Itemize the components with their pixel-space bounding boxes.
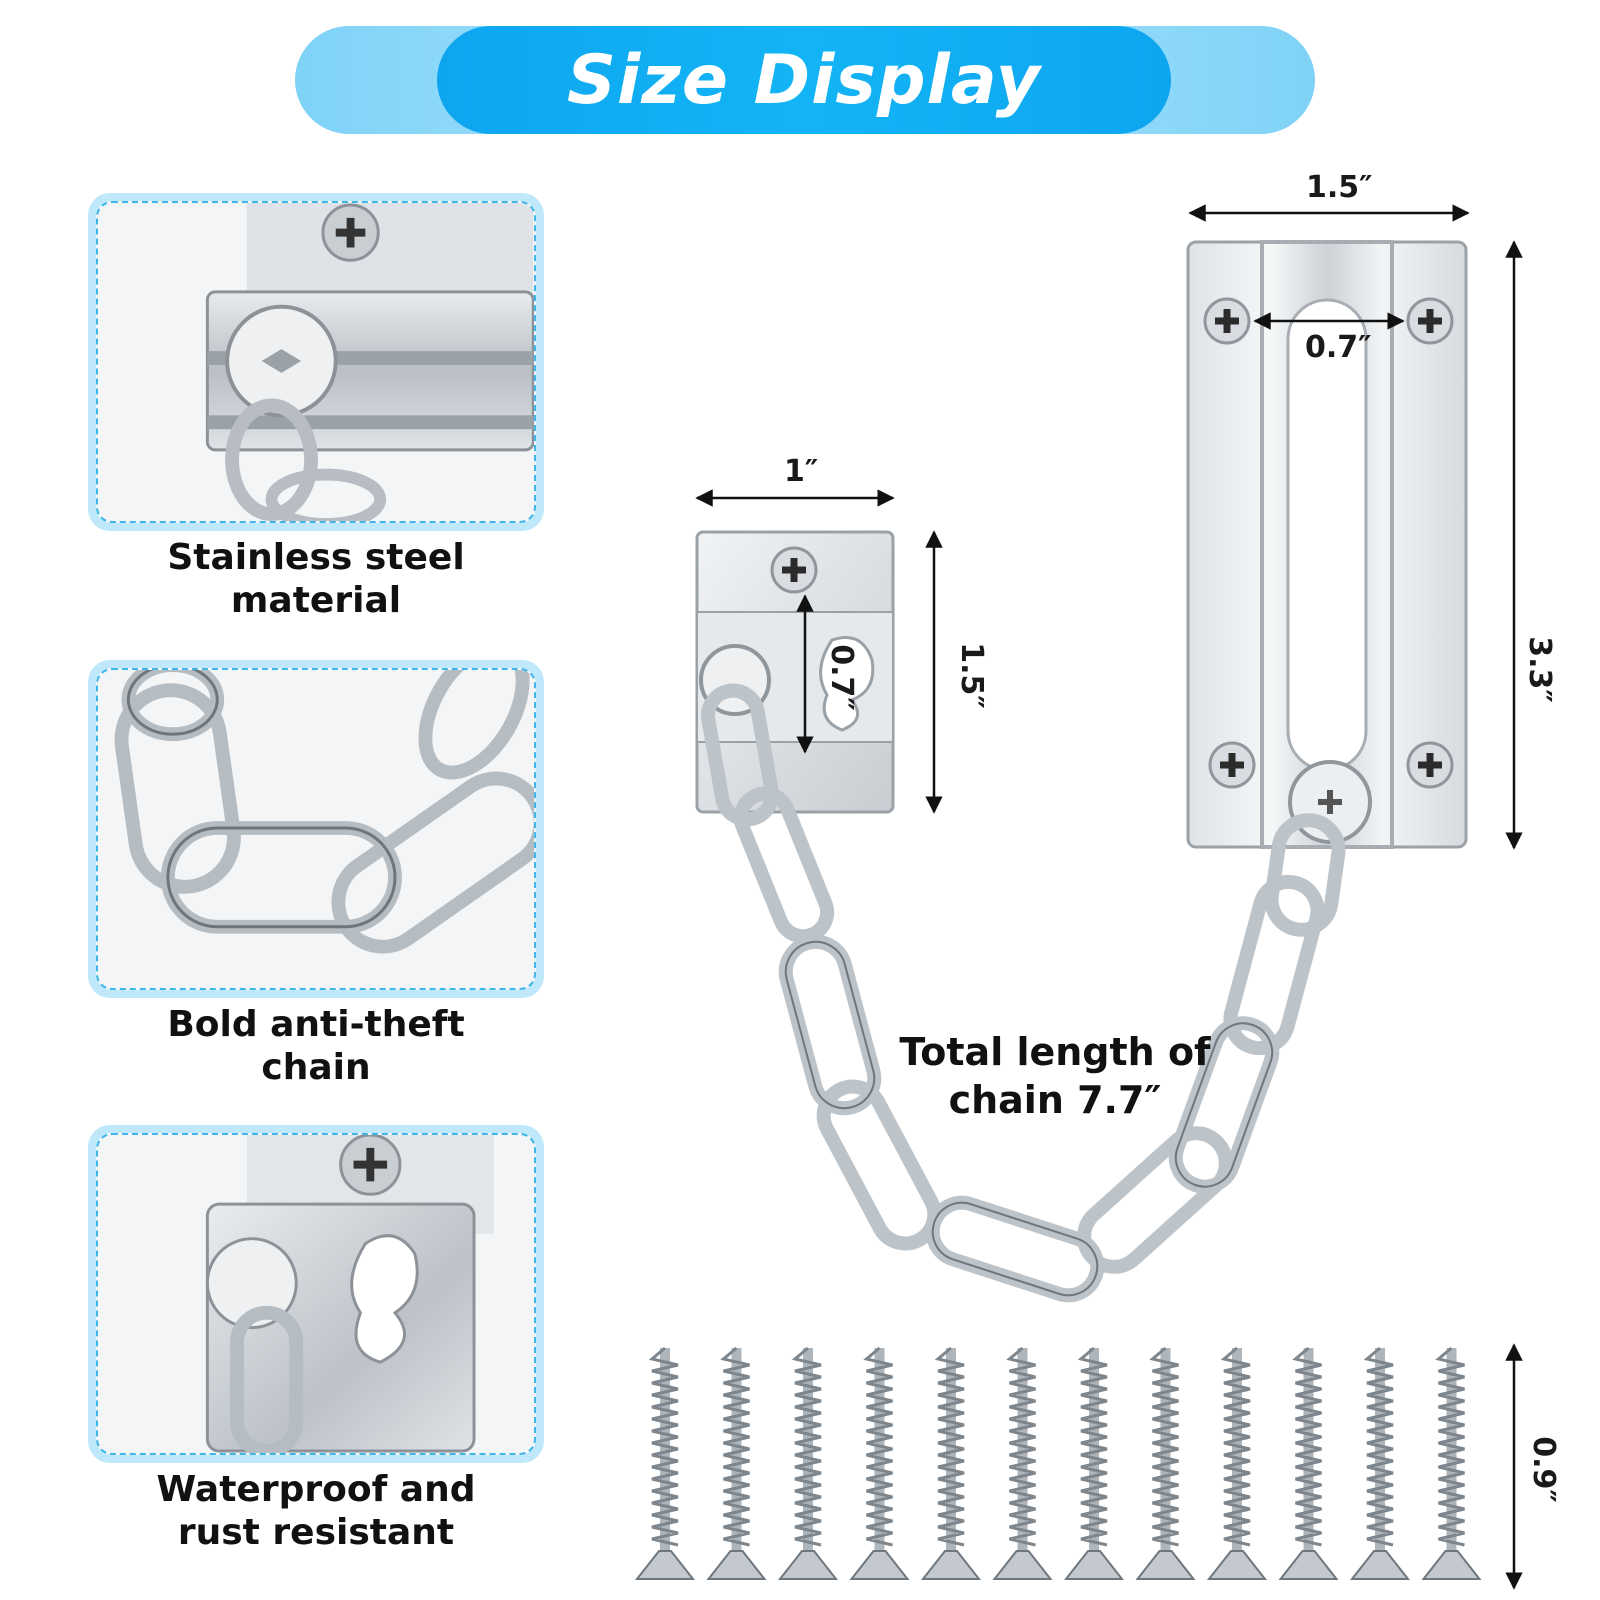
screw-icon — [1135, 1346, 1196, 1580]
feature-caption-line: Waterproof and — [156, 1469, 476, 1510]
feature-caption-line: chain — [261, 1047, 371, 1088]
screw-icon — [1063, 1346, 1125, 1580]
screw-icon — [920, 1346, 982, 1580]
feature-card-waterproof — [88, 1125, 544, 1463]
screw-head-icon — [772, 548, 816, 592]
chain-note-line: chain 7.7″ — [948, 1078, 1162, 1122]
screw-head-icon — [1408, 299, 1452, 343]
dimension-lines — [695, 204, 1523, 1590]
screws-row — [634, 1346, 1482, 1580]
screw-icon — [1278, 1346, 1339, 1580]
screw-head-icon — [1210, 743, 1254, 787]
feature-caption-line: material — [230, 580, 402, 621]
chain-note-line: Total length of — [899, 1030, 1211, 1074]
slot-length-label: 0.7″ — [823, 644, 859, 711]
steel-plate-closeup-icon — [205, 203, 534, 521]
large-plate-width-label: 1.5″ — [1306, 170, 1373, 205]
chain-length-note: Total length of chain 7.7″ — [890, 1028, 1220, 1124]
small-mounting-plate — [695, 530, 895, 814]
screw-icon — [634, 1346, 696, 1580]
header-banner: Size Display — [437, 26, 1171, 134]
small-plate-height-label: 1.5″ — [953, 642, 989, 709]
screw-icon — [1421, 1346, 1482, 1580]
feature-caption-line: Stainless steel — [167, 537, 465, 578]
feature-caption-steel: Stainless steel material — [88, 536, 544, 622]
screw-icon — [777, 1346, 839, 1580]
screw-icon — [992, 1346, 1053, 1580]
screw-icon — [1349, 1346, 1411, 1580]
feature-caption-waterproof: Waterproof and rust resistant — [88, 1468, 544, 1554]
feature-caption-line: rust resistant — [177, 1512, 455, 1553]
screw-length-label: 0.9″ — [1525, 1436, 1561, 1503]
screw-icon — [1206, 1346, 1268, 1580]
small-plate-width-label: 1″ — [784, 454, 819, 489]
screw-icon — [706, 1346, 767, 1580]
large-plate-height-label: 3.3″ — [1521, 636, 1557, 703]
page-title: Size Display — [567, 40, 1041, 120]
screw-head-icon — [1408, 743, 1452, 787]
feature-card-chain — [88, 660, 544, 998]
feature-caption-chain: Bold anti-theft chain — [88, 1003, 544, 1089]
screw-head-icon — [1205, 299, 1249, 343]
bolt-plate-closeup-icon — [205, 1135, 494, 1453]
screw-icon — [849, 1346, 910, 1580]
feature-card-steel — [88, 193, 544, 531]
chain-closeup-icon — [114, 670, 534, 954]
large-mounting-plate — [1186, 240, 1468, 849]
feature-caption-line: Bold anti-theft — [167, 1004, 465, 1045]
hole-spacing-label: 0.7″ — [1305, 330, 1372, 365]
